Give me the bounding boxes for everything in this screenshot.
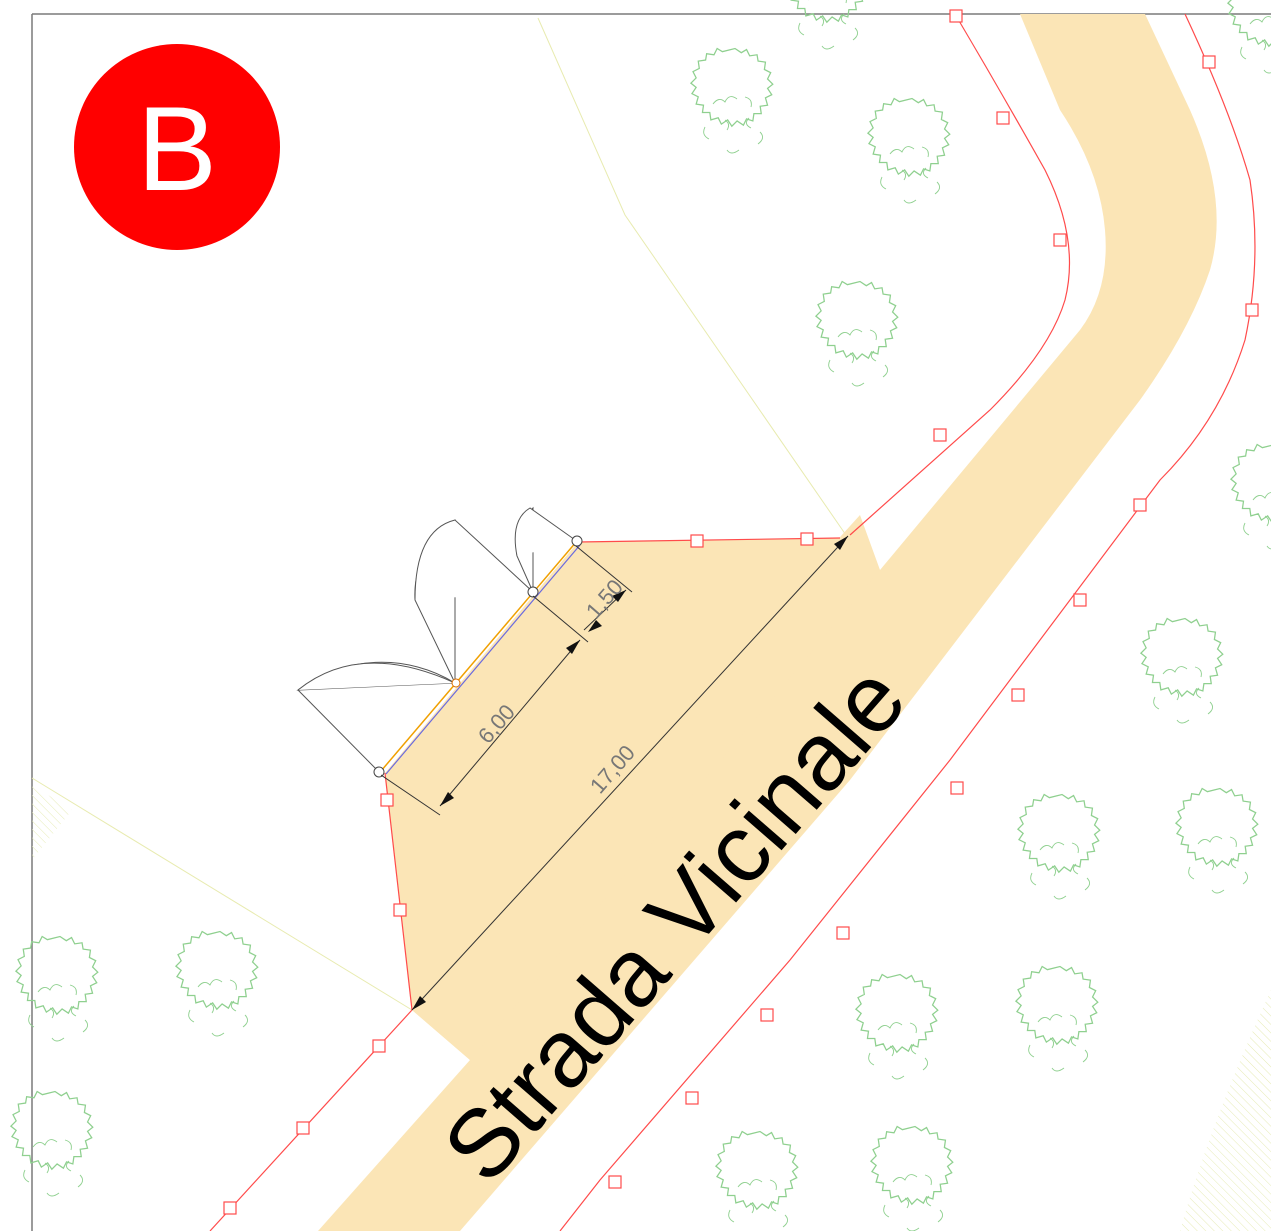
square-marker-icon bbox=[1245, 303, 1259, 317]
square-marker-icon bbox=[950, 781, 964, 795]
square-marker-icon bbox=[996, 111, 1010, 125]
gate bbox=[296, 506, 583, 778]
square-marker-icon bbox=[608, 1175, 622, 1189]
tree-canopy-icon bbox=[1175, 787, 1259, 894]
parcel-line bbox=[31, 777, 413, 1011]
square-marker-icon bbox=[1011, 688, 1025, 702]
tree-canopy-icon bbox=[1140, 617, 1224, 724]
tree-canopy-icon bbox=[867, 97, 951, 204]
access-boundary bbox=[384, 772, 413, 1011]
tree-canopy-icon bbox=[175, 930, 259, 1037]
hinge-icon bbox=[571, 535, 583, 547]
hatched-area bbox=[1180, 990, 1271, 1231]
square-marker-icon bbox=[380, 793, 394, 807]
square-marker-icon bbox=[1053, 233, 1067, 247]
hatched-area bbox=[32, 785, 72, 860]
hinge-icon bbox=[451, 678, 461, 688]
tree-canopy-icon bbox=[815, 280, 899, 387]
square-marker-icon bbox=[1133, 498, 1147, 512]
tree-canopy-icon bbox=[785, 0, 869, 50]
door-leaf-left-back bbox=[297, 689, 381, 774]
door-leaf-left bbox=[297, 662, 456, 691]
square-marker-icon bbox=[690, 534, 704, 548]
square-marker-icon bbox=[296, 1121, 310, 1135]
tree-canopy-icon bbox=[870, 1125, 954, 1231]
gate-line-blue bbox=[385, 544, 581, 775]
section-badge-letter: B bbox=[137, 82, 217, 216]
square-marker-icon bbox=[760, 1008, 774, 1022]
square-marker-icon bbox=[800, 532, 814, 546]
square-marker-icon bbox=[372, 1039, 386, 1053]
tree-canopy-icon bbox=[1015, 965, 1099, 1072]
square-marker-icon bbox=[685, 1091, 699, 1105]
square-marker-icon bbox=[933, 428, 947, 442]
tree-canopy-icon bbox=[855, 973, 939, 1080]
door-leaf-right bbox=[514, 507, 579, 557]
tree-canopy-icon bbox=[715, 1130, 799, 1231]
tree-canopy-icon bbox=[1017, 793, 1101, 900]
access-boundary bbox=[577, 537, 841, 543]
tree-canopy-icon bbox=[690, 47, 774, 154]
door-leaf-mid bbox=[414, 519, 534, 601]
square-marker-icon bbox=[836, 926, 850, 940]
tree-canopy-icon bbox=[1227, 0, 1271, 74]
gate-line-orange bbox=[380, 540, 578, 772]
tree-canopy-icon bbox=[15, 935, 99, 1042]
hinge-icon bbox=[373, 766, 385, 778]
square-marker-icon bbox=[393, 903, 407, 917]
tree-canopy-icon bbox=[1230, 443, 1271, 550]
boundary-line-east bbox=[559, 13, 1256, 1231]
boundary-line-west bbox=[849, 13, 1071, 536]
parcel-line bbox=[537, 17, 849, 539]
tree-canopy-icon bbox=[10, 1090, 94, 1197]
hinge-icon bbox=[527, 586, 539, 598]
dimension-lines bbox=[380, 535, 849, 1011]
square-marker-icon bbox=[949, 9, 963, 23]
square-marker-icon bbox=[223, 1201, 237, 1215]
access-area bbox=[385, 538, 880, 1060]
square-marker-icon bbox=[1202, 55, 1216, 69]
square-marker-icon bbox=[1073, 593, 1087, 607]
section-badge bbox=[74, 44, 280, 250]
